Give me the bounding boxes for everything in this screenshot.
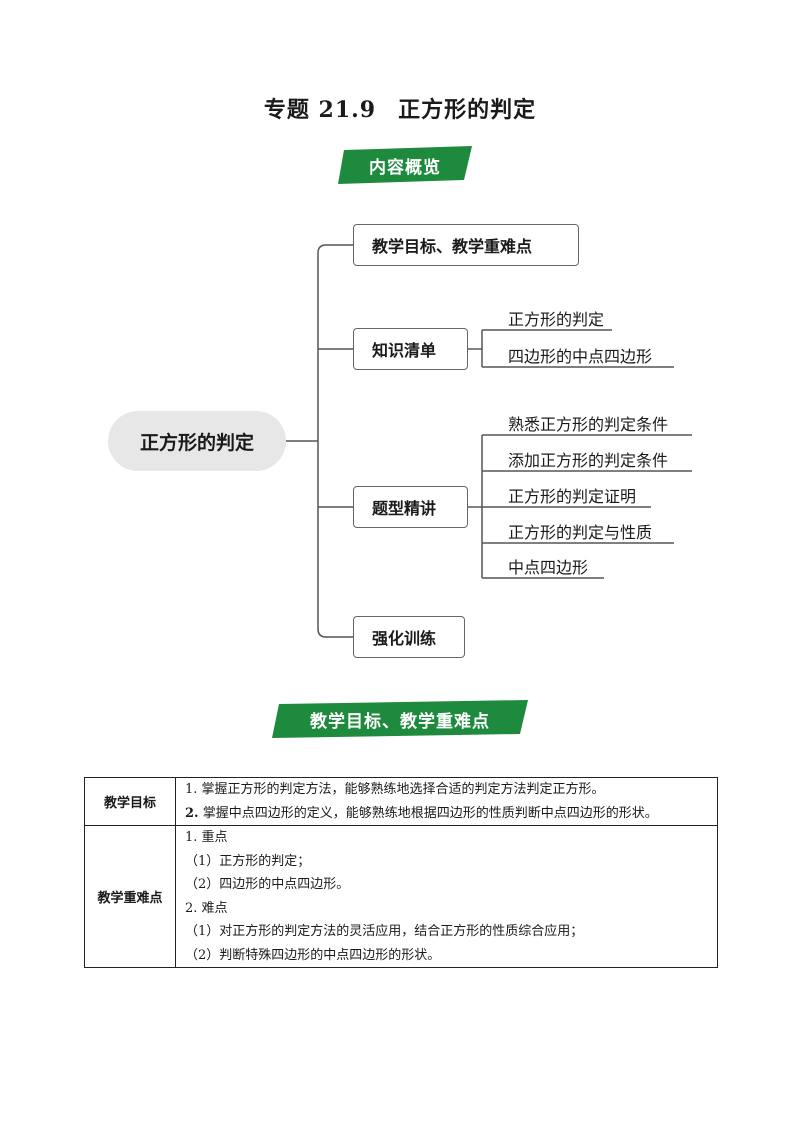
goals-label: 教学目标 bbox=[84, 777, 176, 826]
leaf-item: 中点四边形 bbox=[508, 558, 589, 577]
key-line: （2）判断特殊四边形的中点四边形的形状。 bbox=[185, 947, 441, 963]
branch-goals: 教学目标、教学重难点 bbox=[353, 224, 579, 266]
table-row: 教学目标 1. 掌握正方形的判定方法，能够熟练地选择合适的判定方法判定正方形。 … bbox=[84, 777, 718, 826]
leaf-item: 正方形的判定 bbox=[508, 310, 605, 329]
branch-question-types: 题型精讲 bbox=[353, 486, 468, 528]
goals-content: 1. 掌握正方形的判定方法，能够熟练地选择合适的判定方法判定正方形。 2. 掌握… bbox=[175, 777, 718, 826]
banner-shape bbox=[338, 146, 472, 184]
key-points-label: 教学重难点 bbox=[84, 825, 176, 968]
mindmap-root: 正方形的判定 bbox=[108, 411, 286, 471]
key-line: 2. 难点 bbox=[185, 900, 228, 916]
goal-line: 1. 掌握正方形的判定方法，能够熟练地选择合适的判定方法判定正方形。 bbox=[185, 782, 605, 797]
leaf-item: 正方形的判定与性质 bbox=[508, 523, 653, 542]
key-line: （2）四边形的中点四边形。 bbox=[185, 877, 350, 892]
leaf-item: 正方形的判定证明 bbox=[508, 487, 637, 506]
title-number: 专题 21.9 bbox=[263, 97, 377, 123]
overview-banner-label: 内容概览 bbox=[369, 157, 441, 178]
objectives-table: 教学目标 1. 掌握正方形的判定方法，能够熟练地选择合适的判定方法判定正方形。 … bbox=[84, 777, 718, 968]
key-line: 1. 重点 bbox=[185, 830, 228, 845]
mindmap-connectors bbox=[286, 244, 692, 638]
leaf-item: 添加正方形的判定条件 bbox=[508, 451, 669, 470]
branch-training: 强化训练 bbox=[353, 616, 465, 658]
banner-shape bbox=[272, 700, 528, 738]
leaf-item: 熟悉正方形的判定条件 bbox=[508, 415, 669, 434]
branch-knowledge: 知识清单 bbox=[353, 328, 468, 370]
key-points-content: 1. 重点 （1）正方形的判定； （2）四边形的中点四边形。 2. 难点 （1）… bbox=[175, 825, 718, 968]
goal-line: 2. 掌握中点四边形的定义，能够熟练地根据四边形的性质判断中点四边形的形状。 bbox=[185, 805, 658, 821]
key-line: （1）正方形的判定； bbox=[185, 853, 311, 869]
title-text: 正方形的判定 bbox=[398, 97, 537, 123]
table-row: 教学重难点 1. 重点 （1）正方形的判定； （2）四边形的中点四边形。 2. … bbox=[84, 825, 718, 968]
leaf-item: 四边形的中点四边形 bbox=[508, 347, 653, 366]
page-title: 专题 21.9 正方形的判定 bbox=[0, 92, 800, 124]
overview-banner: 内容概览 bbox=[338, 146, 472, 184]
key-line: （1）对正方形的判定方法的灵活应用，结合正方形的性质综合应用； bbox=[185, 924, 584, 939]
goals-banner: 教学目标、教学重难点 bbox=[272, 700, 528, 738]
goals-banner-label: 教学目标、教学重难点 bbox=[310, 711, 490, 732]
